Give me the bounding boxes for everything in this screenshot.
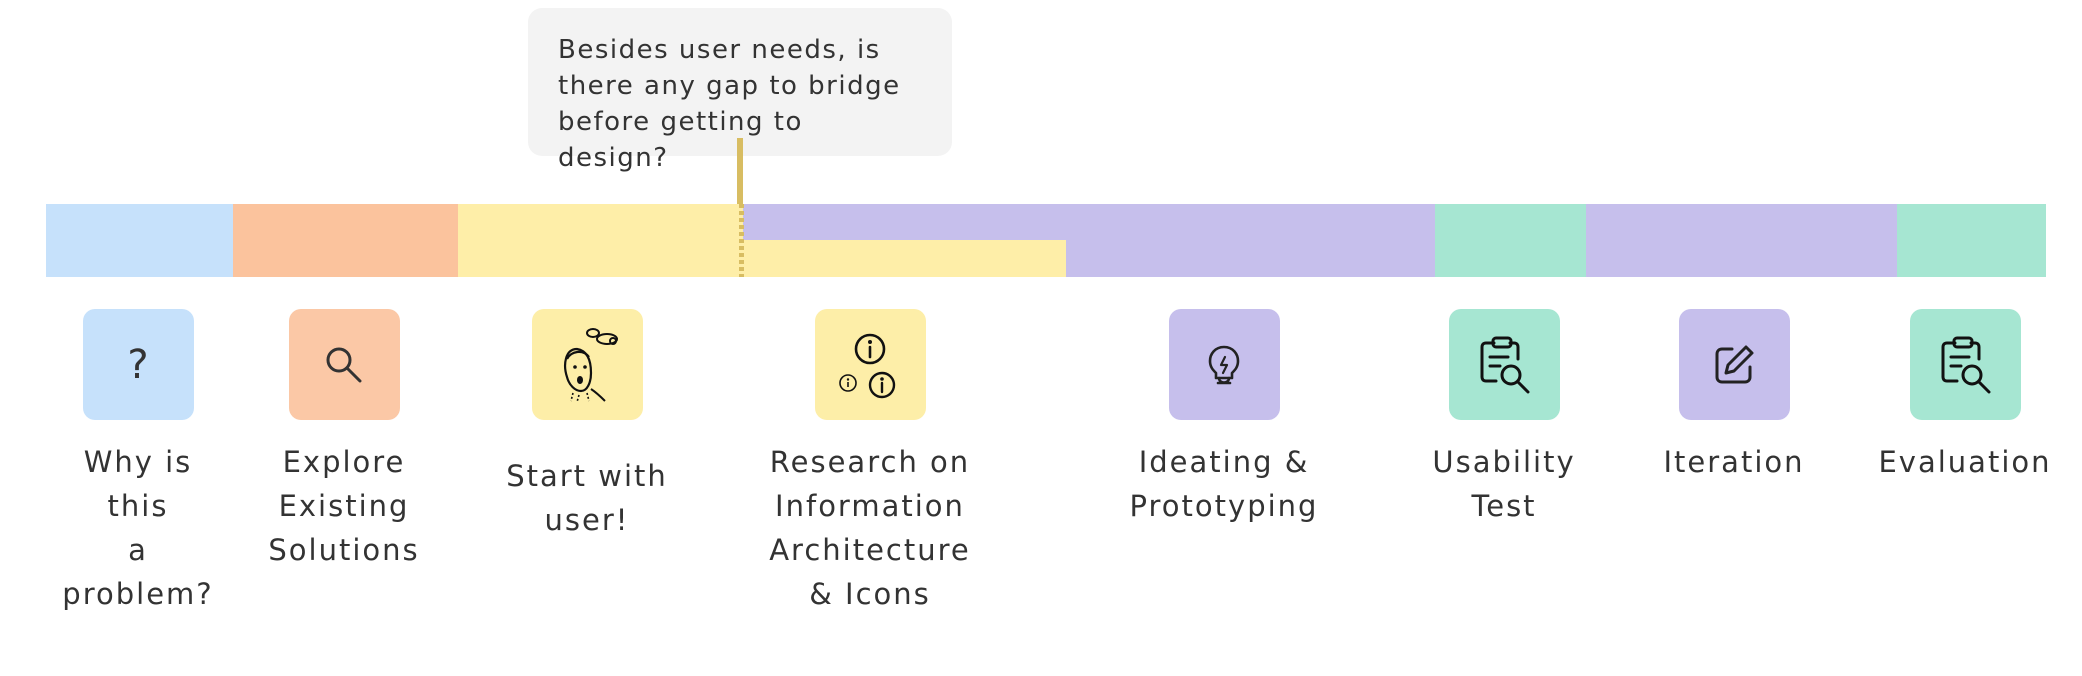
stage-why-problem: ? Why is this a problem?: [48, 309, 228, 616]
info-icons: [839, 333, 896, 398]
timeline-segment-iteration: [1586, 204, 1897, 277]
timeline-segment-user: [458, 204, 743, 277]
stage-research-ia: Research on Information Architecture & I…: [760, 309, 980, 616]
search-icon: [326, 347, 362, 382]
stage-icon-tile: ?: [82, 309, 194, 420]
callout-box: Besides user needs, is there any gap to …: [528, 8, 952, 173]
callout-text: Besides user needs, is there any gap to …: [558, 35, 901, 173]
clipboard-search-icon: [1480, 336, 1530, 393]
stage-iteration: Iteration: [1644, 309, 1824, 484]
stage-icon-tile: [1448, 309, 1560, 420]
stage-explore: Explore Existing Solutions: [254, 309, 434, 572]
stage-start-user: Start with user!: [497, 309, 677, 542]
stage-label: Evaluation: [1878, 445, 2052, 479]
stage-icon-tile: [814, 309, 926, 420]
stage-icon-tile: [1909, 309, 2021, 420]
edit-icon: [1715, 345, 1754, 383]
stage-icon-tile: [1168, 309, 1280, 420]
stage-label: Why is this a problem?: [62, 445, 214, 611]
question-mark-icon: ?: [127, 341, 149, 388]
timeline-divider: [739, 204, 744, 277]
stage-icon-tile: [288, 309, 400, 420]
stage-label: Explore Existing Solutions: [268, 445, 420, 567]
stage-ideating: Ideating & Prototyping: [1114, 309, 1334, 528]
stage-label: Usability Test: [1432, 445, 1576, 523]
lightbulb-icon: [1208, 345, 1240, 384]
timeline-segment-evaluation: [1897, 204, 2046, 277]
timeline-segment-usability: [1435, 204, 1586, 277]
stage-usability-test: Usability Test: [1414, 309, 1594, 528]
callout-connector: [737, 138, 743, 204]
user-sketch-icon: [564, 327, 618, 402]
stage-evaluation: Evaluation: [1870, 309, 2060, 484]
stage-icon-tile: [531, 309, 643, 420]
process-timeline-bar: [46, 204, 2046, 277]
clipboard-search-icon: [1941, 336, 1991, 393]
stage-label: Research on Information Architecture & I…: [769, 445, 971, 611]
timeline-segment-research: [743, 240, 1066, 277]
stage-icon-tile: [1678, 309, 1790, 420]
stage-label: Iteration: [1663, 445, 1805, 479]
stage-label: Start with user!: [506, 459, 668, 537]
timeline-segment-explore: [233, 204, 458, 277]
timeline-segment-problem: [46, 204, 233, 277]
stage-label: Ideating & Prototyping: [1129, 445, 1319, 523]
